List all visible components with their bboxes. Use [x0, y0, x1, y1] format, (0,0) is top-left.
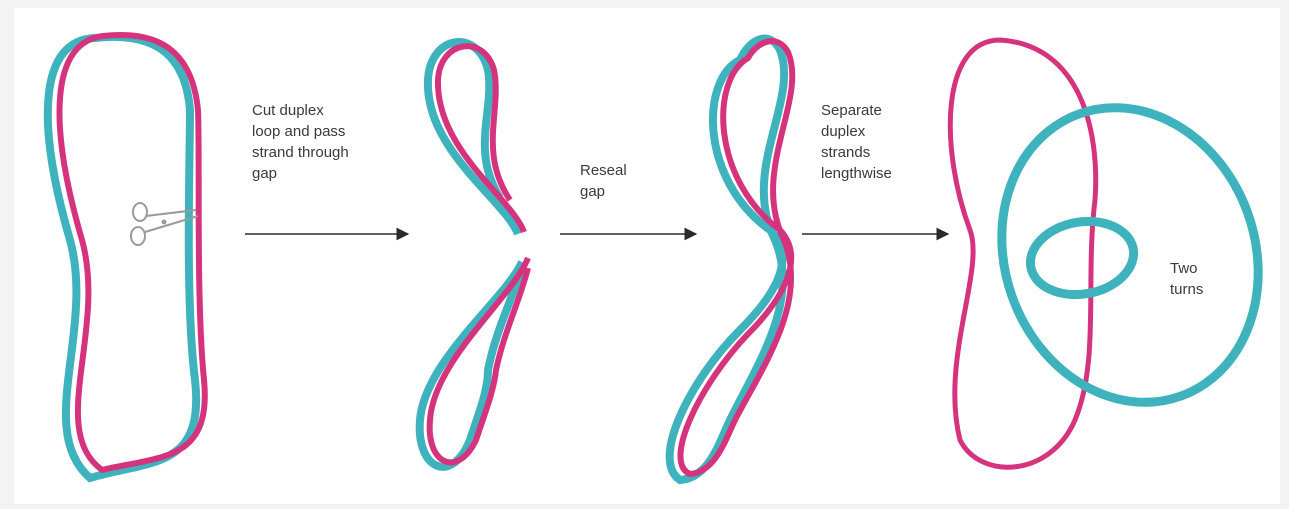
- cyan-small-turn: [1025, 214, 1140, 303]
- cut-duplex-loop: [420, 42, 528, 467]
- step-cut-label: Cut duplex loop and pass strand through …: [252, 100, 349, 184]
- resealed-figure-eight: [670, 39, 793, 480]
- step-separate-label: Separate duplex strands lengthwise: [821, 100, 892, 184]
- two-turns-label: Two turns: [1170, 258, 1203, 300]
- loop2-upper-pink: [438, 46, 524, 232]
- pink-single-strand: [950, 40, 1095, 467]
- relaxed-duplex-loop: [48, 35, 205, 478]
- loop3-cyan-strand: [670, 39, 785, 480]
- separated-strands: [950, 40, 1289, 467]
- loop1-pink-strand: [60, 35, 205, 470]
- cyan-large-turn: [961, 71, 1289, 438]
- loop1-cyan-strand: [48, 37, 196, 478]
- step-reseal-label: Reseal gap: [580, 160, 627, 202]
